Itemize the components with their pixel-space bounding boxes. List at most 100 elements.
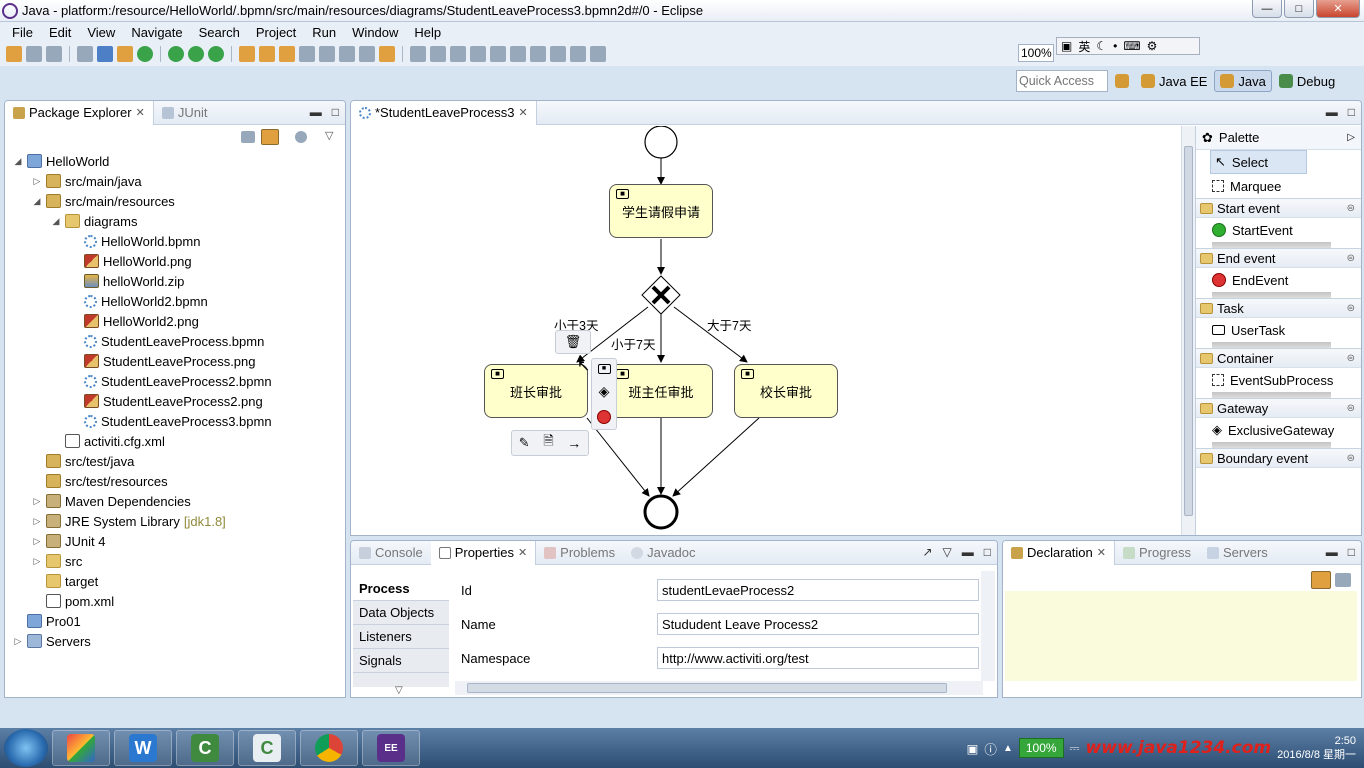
link-editor-icon[interactable]: [1311, 571, 1331, 589]
open-folder-icon[interactable]: [259, 46, 275, 62]
section-listeners[interactable]: Listeners: [353, 625, 449, 649]
package-icon[interactable]: [117, 46, 133, 62]
undo-icon[interactable]: [379, 46, 395, 62]
match-size-icon[interactable]: [550, 46, 566, 62]
user-task-teacher[interactable]: ■班主任审批: [609, 364, 713, 418]
tree-item[interactable]: ▷src/main/java: [32, 171, 142, 191]
flow-gt7[interactable]: [673, 306, 748, 363]
perspective-debug[interactable]: Debug: [1274, 70, 1340, 92]
ime-toolbar[interactable]: ▣ 英 ☾ • ⌨ ⚙: [1056, 37, 1200, 55]
palette-header[interactable]: ✿Palette▷: [1196, 126, 1361, 150]
append-end-event-icon[interactable]: [597, 410, 611, 425]
palette-collapse-icon[interactable]: ▷: [1347, 132, 1355, 143]
tab-junit[interactable]: JUnit: [154, 101, 216, 125]
append-gateway-icon[interactable]: ◈: [598, 383, 610, 400]
collapse-all-icon[interactable]: [241, 131, 255, 143]
scrollbar-thumb[interactable]: [467, 683, 947, 693]
perspective-java[interactable]: Java: [1214, 70, 1272, 92]
tree-item[interactable]: ◢diagrams: [51, 211, 138, 231]
palette-drawer-task[interactable]: Task⊜: [1196, 298, 1361, 318]
tab-servers[interactable]: Servers: [1199, 541, 1276, 565]
close-icon[interactable]: ✕: [517, 547, 528, 559]
tree-item[interactable]: ▷src: [32, 551, 83, 571]
new-icon[interactable]: [6, 46, 22, 62]
tree-item[interactable]: ▷JRE System Library[jdk1.8]: [32, 511, 226, 531]
taskbar-app-eclipse[interactable]: EE: [362, 730, 420, 766]
flow-label-gt7[interactable]: 大于7天: [707, 319, 752, 333]
minimize-icon[interactable]: ▬: [1325, 545, 1338, 559]
taskbar-app-word[interactable]: W: [114, 730, 172, 766]
maximize-icon[interactable]: □: [331, 105, 339, 119]
run-icon[interactable]: [188, 46, 204, 62]
collapsed-arrow-icon[interactable]: ▷: [33, 535, 41, 546]
link-editor-icon[interactable]: [261, 129, 279, 145]
minimize-icon[interactable]: ▬: [1325, 105, 1338, 119]
tree-item[interactable]: ▷JUnit 4: [32, 531, 106, 551]
flow-label-lt7[interactable]: 小于7天: [611, 338, 656, 352]
append-task-icon[interactable]: ■: [597, 363, 611, 374]
tree-item[interactable]: StudentLeaveProcess2.bpmn: [70, 371, 272, 391]
clock[interactable]: 2:50 2016/8/8 星期一: [1277, 734, 1356, 762]
palette-item-exclusive-gateway[interactable]: ◈ExclusiveGateway: [1196, 418, 1361, 442]
search-icon[interactable]: [279, 46, 295, 62]
tab-student-leave-process3[interactable]: *StudentLeaveProcess3✕: [351, 101, 537, 125]
tree-item[interactable]: ▷Servers: [13, 631, 91, 651]
palette-drawer-container[interactable]: Container⊜: [1196, 348, 1361, 368]
menu-help[interactable]: Help: [414, 24, 442, 40]
minimize-icon[interactable]: ▬: [309, 105, 322, 119]
menu-navigate[interactable]: Navigate: [131, 24, 183, 40]
palette-item-start-event[interactable]: StartEvent: [1196, 218, 1361, 242]
tree-item[interactable]: StudentLeaveProcess.png: [70, 351, 256, 371]
tray-expand-icon[interactable]: ▲: [1002, 742, 1013, 754]
collapsed-arrow-icon[interactable]: ▷: [33, 495, 41, 506]
view-menu-icon[interactable]: ▽: [942, 545, 952, 559]
tree-item[interactable]: HelloWorld2.png: [70, 311, 199, 331]
minimize-icon[interactable]: ▬: [961, 545, 974, 559]
flow-monitor-end[interactable]: [586, 417, 650, 497]
align-bottom-icon[interactable]: [530, 46, 546, 62]
ime-settings-icon[interactable]: ⚙: [1146, 39, 1158, 53]
refresh-icon[interactable]: [137, 46, 153, 62]
menu-project[interactable]: Project: [255, 24, 297, 40]
canvas-vertical-scrollbar[interactable]: [1181, 126, 1195, 535]
namespace-field[interactable]: http://www.activiti.org/test: [657, 647, 979, 669]
expanded-arrow-icon[interactable]: ◢: [14, 155, 22, 166]
properties-vertical-scrollbar[interactable]: [981, 571, 995, 681]
pin-icon[interactable]: ⊜: [1346, 252, 1355, 264]
tab-problems[interactable]: Problems: [536, 541, 623, 565]
edit-icon[interactable]: ✎: [518, 435, 530, 450]
ime-moon-icon[interactable]: ☾: [1096, 39, 1108, 53]
tree-item[interactable]: StudentLeaveProcess3.bpmn: [70, 411, 272, 431]
palette-drawer-start-event[interactable]: Start event⊜: [1196, 198, 1361, 218]
palette-item-event-subprocess[interactable]: EventSubProcess: [1196, 368, 1361, 392]
tray-icon[interactable]: ▣: [966, 741, 979, 756]
menu-edit[interactable]: Edit: [48, 24, 72, 40]
tab-declaration[interactable]: Declaration✕: [1003, 541, 1115, 565]
properties-horizontal-scrollbar[interactable]: [455, 681, 983, 695]
maximize-icon[interactable]: □: [1347, 545, 1355, 559]
maximize-icon[interactable]: □: [1347, 105, 1355, 119]
palette-item-end-event[interactable]: EndEvent: [1196, 268, 1361, 292]
minimize-button[interactable]: —: [1252, 0, 1282, 18]
tree-item[interactable]: target: [32, 571, 98, 591]
connect-arrow-icon[interactable]: →: [567, 435, 582, 451]
sections-scroll-down-icon[interactable]: ▽: [395, 685, 403, 696]
tree-item[interactable]: helloWorld.zip: [70, 271, 184, 291]
taskbar-app-chrome[interactable]: [300, 730, 358, 766]
menu-window[interactable]: Window: [352, 24, 399, 40]
tree-item[interactable]: StudentLeaveProcess.bpmn: [70, 331, 264, 351]
focus-icon[interactable]: [295, 131, 307, 143]
tree-item[interactable]: HelloWorld2.bpmn: [70, 291, 208, 311]
align-center-icon[interactable]: [450, 46, 466, 62]
pin-icon[interactable]: ⊜: [1346, 202, 1355, 214]
power-plug-icon[interactable]: ⎓: [1069, 740, 1080, 755]
tree-item[interactable]: src/test/java: [32, 451, 134, 471]
quick-access-input[interactable]: [1016, 70, 1108, 92]
taskbar-app-360[interactable]: [52, 730, 110, 766]
zoom-out-icon[interactable]: [570, 46, 586, 62]
section-data-objects[interactable]: Data Objects: [353, 601, 449, 625]
pin-icon[interactable]: ⊜: [1346, 452, 1355, 464]
close-icon[interactable]: ✕: [135, 107, 145, 119]
align-right-icon[interactable]: [470, 46, 486, 62]
view-menu-icon[interactable]: ▽: [325, 130, 334, 142]
